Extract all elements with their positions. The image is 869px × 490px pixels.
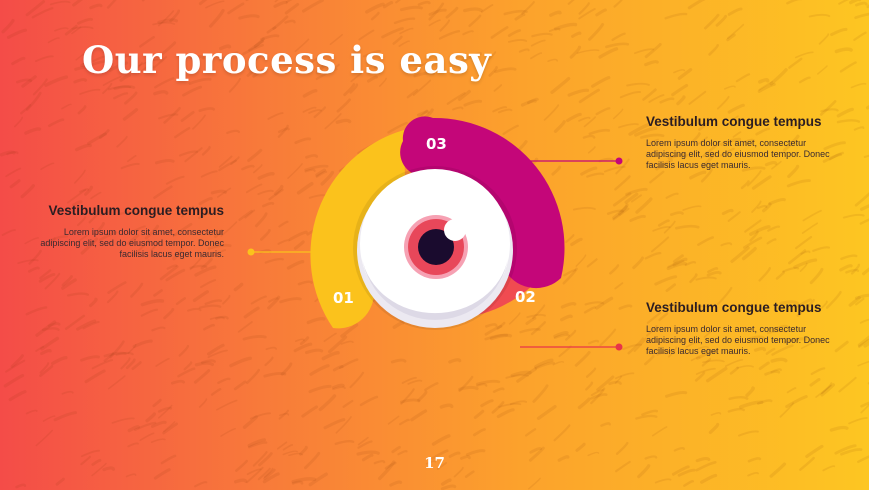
step-number-02: 02	[515, 288, 536, 306]
step-03-body: Lorem ipsum dolor sit amet, consectetur …	[646, 138, 830, 170]
step-03-heading: Vestibulum congue tempus	[646, 114, 822, 129]
connector-dot-01	[247, 248, 255, 256]
step-02-text-block: Vestibulum congue tempus Lorem ipsum dol…	[646, 299, 836, 357]
ring-segment-01	[310, 130, 405, 329]
slide-title: Our process is easy	[82, 38, 492, 82]
step-03-text-block: Vestibulum congue tempus Lorem ipsum dol…	[646, 113, 836, 171]
step-01-text-block: Vestibulum congue tempus Lorem ipsum dol…	[30, 202, 224, 260]
step-number-01: 01	[333, 289, 354, 307]
ring-segment-03	[400, 116, 565, 289]
step-01-body: Lorem ipsum dolor sit amet, consectetur …	[40, 227, 224, 259]
connector-dot-02	[615, 343, 623, 351]
page-number: 17	[424, 454, 445, 472]
eye-icon	[357, 169, 513, 328]
step-01-heading: Vestibulum congue tempus	[48, 203, 224, 218]
step-number-03: 03	[426, 135, 447, 153]
connector-dot-03	[615, 157, 623, 165]
step-02-heading: Vestibulum congue tempus	[646, 300, 822, 315]
step-02-body: Lorem ipsum dolor sit amet, consectetur …	[646, 324, 830, 356]
